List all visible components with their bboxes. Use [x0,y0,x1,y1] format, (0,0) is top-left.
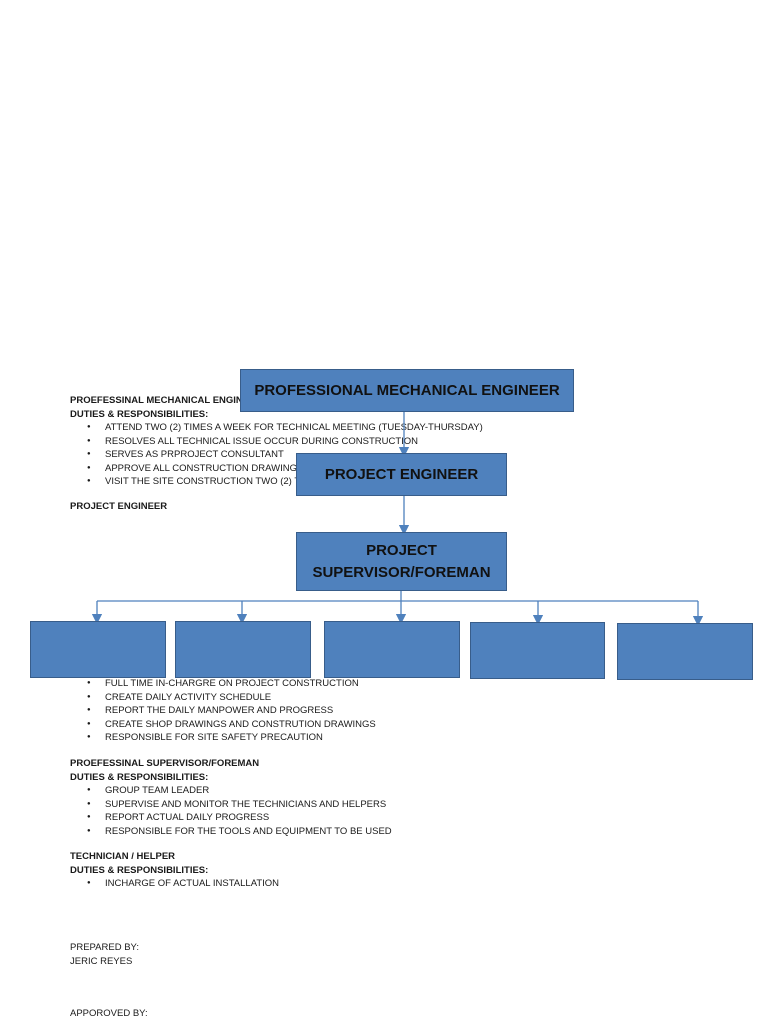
org-box-project-engineer: PROJECT ENGINEER [296,453,507,496]
pe-duty-3: REPORT THE DAILY MANPOWER AND PROGRESS [87,704,333,718]
org-box-child-4 [470,622,605,679]
org-box-child-3 [324,621,460,678]
pme-section-subtitle: DUTIES & RESPONSIBILITIES: [70,408,209,420]
pe-section-title: PROJECT ENGINEER [70,501,168,512]
pe-duty-5: RESPONSIBLE FOR SITE SAFETY PRECAUTION [87,731,323,745]
tech-section-subtitle: DUTIES & RESPONSIBILITIES: [70,864,209,876]
org-box-professional-mechanical-engineer: PROFESSIONAL MECHANICAL ENGINEER [240,369,574,412]
pe-duty-1: FULL TIME IN-CHARGRE ON PROJECT CONSTRUC… [87,677,359,691]
sup-duty-3: REPORT ACTUAL DAILY PROGRESS [87,811,269,825]
tech-duty-1: INCHARGE OF ACTUAL INSTALLATION [87,877,279,891]
prepared-by-name: JERIC REYES [70,956,133,967]
org-box-child-2 [175,621,311,678]
tech-section-title: TECHNICIAN / HELPER [70,851,176,862]
sup-section-subtitle: DUTIES & RESPONSIBILITIES: [70,771,209,783]
org-box-child-5 [617,623,753,680]
org-box-project-supervisor: PROJECT SUPERVISOR/FOREMAN [296,532,507,591]
org-box-middle-label: PROJECT ENGINEER [324,465,479,483]
approved-by-label: APPOROVED BY: [70,1008,148,1019]
pe-duty-2: CREATE DAILY ACTIVITY SCHEDULE [87,691,271,705]
org-box-top-label: PROFESSIONAL MECHANICAL ENGINEER [254,381,560,399]
pme-duty-4: APPROVE ALL CONSTRUCTION DRAWINGS [87,462,303,476]
pme-duty-1: ATTEND TWO (2) TIMES A WEEK FOR TECHNICA… [87,421,483,435]
org-box-child-1 [30,621,166,678]
org-box-supervisor-label: PROJECT SUPERVISOR/FOREMAN [312,541,491,581]
sup-duty-4: RESPONSIBLE FOR THE TOOLS AND EQUIPMENT … [87,825,392,839]
pme-duty-2: RESOLVES ALL TECHNICAL ISSUE OCCUR DURIN… [87,435,418,449]
sup-duty-1: GROUP TEAM LEADER [87,784,209,798]
prepared-by-label: PREPARED BY: [70,942,139,953]
sup-section-title: PROEFESSINAL SUPERVISOR/FOREMAN [70,758,260,769]
pme-duty-5: VISIT THE SITE CONSTRUCTION TWO (2) TIME… [87,475,323,489]
pme-section-title: PROEFESSINAL MECHANICAL ENGINEER [70,395,263,406]
sup-duty-2: SUPERVISE AND MONITOR THE TECHNICIANS AN… [87,798,386,812]
pe-duty-4: CREATE SHOP DRAWINGS AND CONSTRUTION DRA… [87,718,376,732]
pme-duty-3: SERVES AS PRPROJECT CONSULTANT [87,448,284,462]
